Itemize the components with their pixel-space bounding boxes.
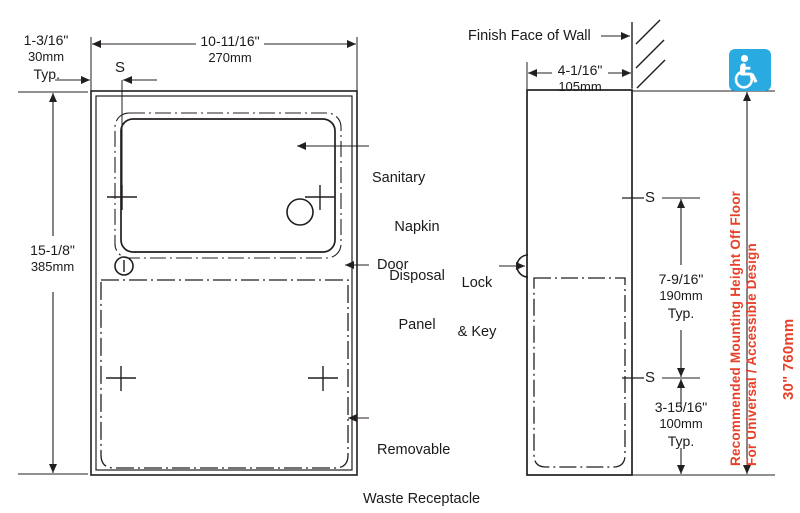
- callout-panel-line-4: Panel: [398, 316, 436, 333]
- mounting-height-value: 30" 760mm: [780, 318, 797, 400]
- wheelchair-accessibility-icon: [729, 49, 771, 91]
- side-depth-dimension-metric: 105mm: [558, 79, 602, 94]
- front-view-lock-keyhole: [114, 256, 134, 276]
- front-edge-dimension-typ: Typ.: [33, 66, 60, 82]
- side-upper-dimension-imperial: 7-9/16": [658, 271, 704, 287]
- side-s-marker-top-label: S: [645, 189, 656, 206]
- front-view-waste-receptacle: [100, 279, 349, 469]
- front-view-outer-frame: [90, 90, 358, 476]
- callout-receptacle-line-2: Waste Receptacle: [363, 491, 481, 508]
- side-depth-dimension-imperial: 4-1/16": [557, 62, 603, 78]
- side-s-marker-bottom-label: S: [645, 369, 656, 386]
- panel-push-circle: [286, 198, 314, 226]
- side-lower-dimension-imperial: 3-15/16": [654, 399, 708, 415]
- side-depth-dimension-line: [526, 62, 633, 89]
- callout-panel-line-1: Sanitary: [372, 170, 426, 187]
- callout-finish-face-of-wall: Finish Face of Wall: [468, 28, 591, 44]
- front-s-marker-label: S: [115, 59, 126, 76]
- front-s-marker-leader: [121, 76, 157, 200]
- mounting-height-note-line-2: For Universal / Accessible Design: [744, 243, 759, 466]
- callout-panel-line-3: Disposal: [389, 267, 445, 284]
- mounting-height-note-line-1: Recommended Mounting Height Off Floor: [728, 190, 743, 466]
- callout-sanitary-napkin-panel: Sanitary Napkin Disposal Panel: [372, 138, 462, 365]
- side-view-waste-receptacle: [533, 277, 626, 468]
- front-edge-dimension-imperial: 1-3/16": [23, 32, 69, 48]
- callout-receptacle-line-1: Removable: [377, 442, 451, 459]
- side-upper-dimension-metric: 190mm: [659, 288, 703, 303]
- front-height-dimension-imperial: 15-1/8": [30, 242, 75, 258]
- callout-door: Door: [377, 257, 409, 273]
- side-upper-dimension-typ: Typ.: [667, 305, 695, 321]
- front-view-lower-fasteners: [106, 366, 338, 391]
- callout-removable-waste-receptacle: Removable Waste Receptacle: [363, 410, 480, 513]
- callout-lock-line-2: & Key: [457, 324, 497, 341]
- side-lower-dimension-typ: Typ.: [667, 433, 695, 449]
- side-view-body: [526, 89, 633, 476]
- front-width-dimension-line: [90, 37, 358, 95]
- front-view-upper-fasteners: [107, 185, 335, 210]
- front-width-dimension-metric: 270mm: [208, 50, 252, 65]
- side-view-wall-hatch: [631, 19, 666, 89]
- callout-lock-and-key: Lock & Key: [455, 243, 499, 373]
- side-view-lock: [499, 254, 529, 278]
- front-edge-dimension-metric: 30mm: [27, 49, 65, 64]
- front-height-dimension-line: [18, 91, 88, 475]
- front-view-disposal-panel: [114, 112, 342, 259]
- callout-lock-line-1: Lock: [461, 275, 493, 292]
- mounting-height-dimension-line: [632, 90, 775, 476]
- front-height-dimension-metric: 385mm: [30, 259, 75, 274]
- callout-panel-line-2: Napkin: [394, 219, 440, 236]
- side-lower-dimension-metric: 100mm: [659, 416, 703, 431]
- front-width-dimension-imperial: 10-11/16": [200, 33, 260, 49]
